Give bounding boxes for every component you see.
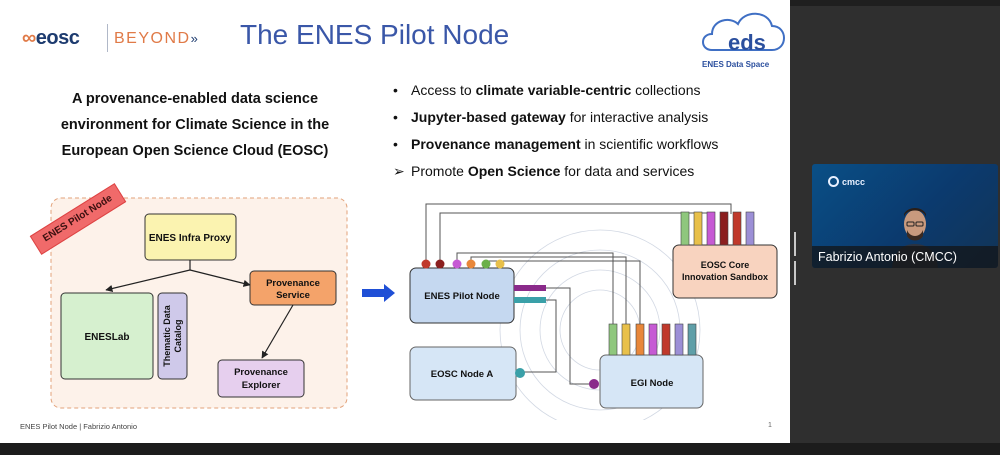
provenance-explorer-label: Provenance: [234, 367, 288, 378]
provenance-service-label: Provenance: [266, 278, 320, 289]
port-bar: [674, 323, 684, 356]
bullet-marker: •: [393, 109, 398, 125]
port-bar: [635, 323, 645, 356]
port-dot: [421, 259, 431, 269]
port-bar: [719, 211, 729, 246]
provenance-explorer-box: [217, 359, 305, 398]
eneslab-label: ENESLab: [84, 332, 129, 343]
slide-title: The ENES Pilot Node: [240, 19, 510, 50]
cmcc-logo-icon: [828, 176, 839, 187]
port-bar: [706, 211, 716, 246]
feature-item: •Provenance management in scientific wor…: [393, 136, 719, 152]
port-dot: [481, 259, 491, 269]
port-dot: [435, 259, 445, 269]
port-connector: [514, 285, 546, 291]
port-bar: [745, 211, 755, 246]
brand-separator: [107, 24, 108, 52]
eds-logo-text: eds: [728, 30, 766, 55]
window-bottom-bar: [0, 443, 1000, 455]
slide-page-number: 1: [768, 422, 772, 429]
feature-item: ➢Promote Open Science for data and servi…: [393, 163, 695, 179]
port-connector: [514, 297, 546, 303]
subtitle-line: A provenance-enabled data science: [71, 91, 319, 107]
eneslab-box: [60, 292, 154, 380]
eds-logo: eds ENES Data Space: [702, 12, 785, 69]
participant-video-tile[interactable]: cmcc Fabrizio Antonio (CMCC): [812, 164, 998, 268]
cmcc-logo: cmcc: [828, 176, 865, 187]
bullet-marker: •: [393, 136, 398, 152]
feature-item: •Jupyter-based gateway for interactive a…: [393, 109, 709, 125]
beyond-logo: BEYOND»: [114, 30, 200, 47]
infra-proxy-label: ENES Infra Proxy: [149, 233, 232, 244]
port-bar: [680, 211, 690, 246]
port-bar: [732, 211, 742, 246]
eds-caption: ENES Data Space: [702, 60, 770, 69]
provenance-service-label: Service: [276, 290, 310, 301]
enes-pilot-node-box: [409, 267, 515, 324]
cloud-icon: [702, 12, 785, 51]
shared-slide: ∞eosc BEYOND» The ENES Pilot Node eds EN…: [0, 0, 790, 443]
port-dot: [589, 379, 599, 389]
port-dot: [495, 259, 505, 269]
port-bar: [608, 323, 618, 356]
proxy-to-provenance-arrow: [189, 269, 251, 287]
arrow-bullet-marker: ➢: [393, 163, 405, 179]
feature-item: •Access to climate variable-centric coll…: [393, 82, 701, 98]
participant-name: Fabrizio Antonio (CMCC): [812, 246, 998, 268]
subtitle-line: environment for Climate Science in the: [60, 117, 330, 133]
big-right-arrow-icon: [362, 284, 395, 302]
architecture-diagram: ENES Infra Proxy Provenance Service ENES…: [50, 197, 778, 420]
panel-resize-handle[interactable]: [794, 232, 800, 285]
eosc-logo: ∞eosc: [22, 27, 80, 49]
double-chevron-icon: »: [190, 31, 200, 46]
catalog-label: Thematic Data: [162, 304, 172, 367]
eosc-logo-mark-icon: ∞: [22, 27, 36, 49]
catalog-box: [157, 292, 188, 380]
port-dot: [466, 259, 476, 269]
eosc-core-label: Innovation Sandbox: [682, 272, 768, 282]
port-bar: [648, 323, 658, 356]
port-bar: [621, 323, 631, 356]
port-dot: [452, 259, 462, 269]
catalog-label: Catalog: [173, 319, 183, 352]
slide-footer: ENES Pilot Node | Fabrizio Antonio: [20, 422, 138, 431]
port-bar: [693, 211, 703, 246]
eosc-node-a-label: EOSC Node A: [431, 369, 494, 380]
service-to-explorer-arrow: [261, 304, 294, 359]
port-dot: [515, 368, 525, 378]
bullet-marker: •: [393, 82, 398, 98]
egi-node-label: EGI Node: [631, 378, 674, 389]
port-bar: [687, 323, 697, 356]
slide-subtitle: A provenance-enabled data science enviro…: [40, 86, 350, 164]
port-bar: [661, 323, 671, 356]
enes-pilot-node-label: ENES Pilot Node: [424, 291, 499, 302]
feature-list: •Access to climate variable-centric coll…: [393, 80, 783, 188]
eosc-core-label: EOSC Core: [701, 260, 750, 270]
subtitle-line: European Open Science Cloud (EOSC): [61, 143, 329, 159]
provenance-explorer-label: Explorer: [242, 380, 281, 391]
